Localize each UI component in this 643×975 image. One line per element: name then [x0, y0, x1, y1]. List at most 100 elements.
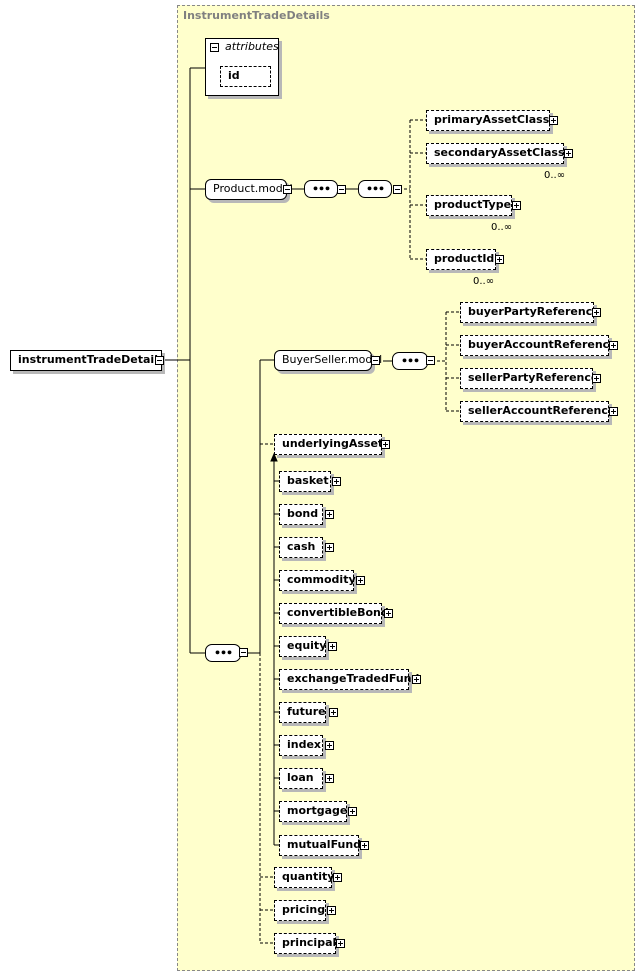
element-label: convertibleBond — [287, 606, 389, 619]
group-title: InstrumentTradeDetails — [183, 9, 330, 22]
expand-icon[interactable] — [495, 255, 504, 264]
element-label: mortgage — [287, 804, 348, 817]
expand-icon[interactable] — [325, 510, 334, 519]
element-index[interactable]: index — [279, 735, 323, 756]
element-bond[interactable]: bond — [279, 504, 323, 525]
expand-icon[interactable] — [356, 576, 365, 585]
collapse-icon[interactable] — [210, 43, 219, 52]
collapse-icon[interactable] — [155, 356, 164, 365]
element-label: pricing — [282, 903, 326, 916]
element-label: mutualFund — [287, 838, 362, 851]
sequence-compositor[interactable]: ••• — [358, 180, 392, 198]
element-future[interactable]: future — [279, 702, 326, 723]
attribute-id[interactable]: id — [220, 66, 271, 87]
element-basket[interactable]: basket — [279, 471, 331, 492]
expand-icon[interactable] — [325, 543, 334, 552]
element-quantity[interactable]: quantity — [274, 867, 335, 888]
element-buyer-account-reference[interactable]: buyerAccountReference — [460, 335, 617, 356]
collapse-icon[interactable] — [337, 185, 346, 194]
element-exchange-traded-fund[interactable]: exchangeTradedFund — [279, 669, 419, 690]
expand-icon[interactable] — [512, 201, 521, 210]
element-label: productId — [434, 252, 495, 265]
expand-icon[interactable] — [348, 807, 357, 816]
element-product-id[interactable]: productId — [426, 249, 496, 270]
expand-icon[interactable] — [329, 708, 338, 717]
element-mutual-fund[interactable]: mutualFund — [279, 835, 362, 856]
element-cash[interactable]: cash — [279, 537, 323, 558]
element-label: buyerAccountReference — [468, 338, 617, 351]
element-commodity[interactable]: commodity — [279, 570, 356, 591]
element-product-type[interactable]: productType — [426, 195, 512, 216]
element-pricing[interactable]: pricing — [274, 900, 326, 921]
element-mortgage[interactable]: mortgage — [279, 801, 347, 822]
element-buyer-party-reference[interactable]: buyerPartyReference — [460, 302, 600, 323]
collapse-icon[interactable] — [393, 185, 402, 194]
complex-type-group: InstrumentTradeDetails — [177, 5, 635, 971]
expand-icon[interactable] — [381, 440, 390, 449]
expand-icon[interactable] — [609, 341, 618, 350]
collapse-icon[interactable] — [426, 356, 435, 365]
attributes-panel: attributes id — [205, 38, 279, 96]
element-label: productType — [434, 198, 512, 211]
expand-icon[interactable] — [412, 675, 421, 684]
buyer-seller-model-label: BuyerSeller.model — [282, 353, 383, 366]
collapse-icon[interactable] — [371, 356, 380, 365]
expand-icon[interactable] — [549, 116, 558, 125]
attributes-title: attributes — [225, 40, 279, 53]
cardinality-label: 0..∞ — [544, 170, 566, 181]
element-label: basket — [287, 474, 329, 487]
expand-icon[interactable] — [564, 149, 573, 158]
element-equity[interactable]: equity — [279, 636, 326, 657]
element-label: quantity — [282, 870, 335, 883]
buyer-seller-model-group[interactable]: BuyerSeller.model — [274, 350, 382, 371]
element-seller-account-reference[interactable]: sellerAccountReference — [460, 401, 615, 422]
element-label: underlyingAsset — [282, 437, 384, 450]
element-label: future — [287, 705, 326, 718]
collapse-icon[interactable] — [283, 185, 292, 194]
cardinality-label: 0..∞ — [473, 276, 495, 287]
element-label: secondaryAssetClass — [434, 146, 565, 159]
element-label: exchangeTradedFund — [287, 672, 420, 685]
expand-icon[interactable] — [592, 308, 601, 317]
element-underlying-asset[interactable]: underlyingAsset — [274, 434, 384, 455]
expand-icon[interactable] — [592, 374, 601, 383]
element-label: commodity — [287, 573, 356, 586]
element-label: bond — [287, 507, 319, 520]
element-loan[interactable]: loan — [279, 768, 323, 789]
sequence-symbol: ••• — [365, 182, 385, 196]
expand-icon[interactable] — [327, 906, 336, 915]
expand-icon[interactable] — [360, 841, 369, 850]
element-label: sellerAccountReference — [468, 404, 616, 417]
root-element[interactable]: instrumentTradeDetails — [10, 350, 165, 371]
element-principal[interactable]: principal — [274, 933, 336, 954]
sequence-symbol: ••• — [213, 646, 233, 660]
expand-icon[interactable] — [325, 774, 334, 783]
expand-icon[interactable] — [325, 741, 334, 750]
cardinality-label: 0..∞ — [491, 222, 513, 233]
sequence-compositor[interactable]: ••• — [304, 180, 338, 198]
expand-icon[interactable] — [384, 609, 393, 618]
element-label: sellerPartyReference — [468, 371, 599, 384]
element-convertible-bond[interactable]: convertibleBond — [279, 603, 389, 624]
element-label: equity — [287, 639, 327, 652]
expand-icon[interactable] — [332, 477, 341, 486]
element-secondary-asset-class[interactable]: secondaryAssetClass — [426, 143, 565, 164]
element-label: buyerPartyReference — [468, 305, 600, 318]
element-label: principal — [282, 936, 337, 949]
expand-icon[interactable] — [336, 939, 345, 948]
expand-icon[interactable] — [328, 642, 337, 651]
element-label: cash — [287, 540, 316, 553]
product-model-label: Product.model — [213, 182, 293, 195]
expand-icon[interactable] — [609, 407, 618, 416]
sequence-compositor[interactable]: ••• — [392, 352, 428, 370]
collapse-icon[interactable] — [239, 648, 248, 657]
sequence-compositor[interactable]: ••• — [205, 644, 241, 662]
element-primary-asset-class[interactable]: primaryAssetClass — [426, 110, 550, 131]
element-label: loan — [287, 771, 314, 784]
expand-icon[interactable] — [333, 873, 342, 882]
product-model-group[interactable]: Product.model — [205, 179, 293, 200]
attribute-label: id — [228, 69, 240, 82]
element-seller-party-reference[interactable]: sellerPartyReference — [460, 368, 598, 389]
